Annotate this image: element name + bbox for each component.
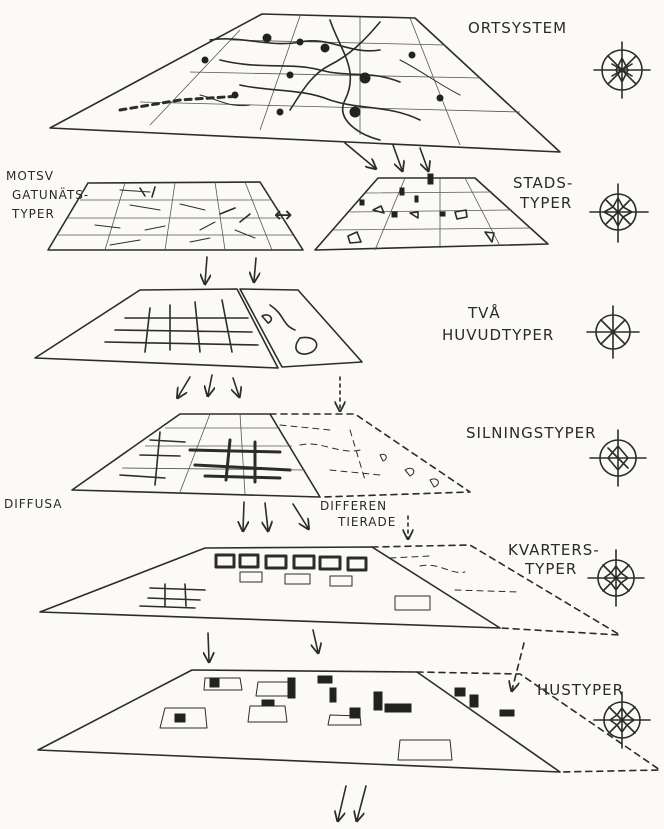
label-differentierade-2: TIERADE xyxy=(337,515,396,529)
label-kvarterstyper-2: TYPER xyxy=(524,560,577,578)
compass-icon-stadstyper xyxy=(590,184,648,242)
compass-icon-hustyper xyxy=(594,692,650,748)
label-tva: TVÅ xyxy=(467,303,501,322)
arrows-3-4 xyxy=(178,375,340,410)
label-motsv-2: GATUNÄTS- xyxy=(12,187,89,202)
compass-icon-silningstyper xyxy=(590,430,646,486)
compass-icon-huvudtyper xyxy=(587,306,639,358)
arrows-1-2 xyxy=(345,143,428,170)
arrows-5-6 xyxy=(208,630,524,690)
label-stadstyper-2: TYPER xyxy=(519,194,572,212)
label-differentierade-1: DIFFEREN xyxy=(320,499,387,513)
label-hustyper: HUSTYPER xyxy=(537,681,624,699)
double-arrow-icon: ↔ xyxy=(274,203,293,228)
compass-icon-ortsystem xyxy=(594,42,650,98)
label-diffusa: DIFFUSA xyxy=(4,497,62,511)
label-huvudtyper: HUVUDTYPER xyxy=(442,326,554,344)
label-stadstyper-1: STADS- xyxy=(513,174,573,192)
arrows-2-3 xyxy=(205,257,256,283)
label-motsv-3: TYPER xyxy=(11,207,55,221)
label-kvarterstyper-1: KVARTERS- xyxy=(508,541,600,559)
label-ortsystem: ORTSYSTEM xyxy=(468,19,567,37)
layer-silningstyper xyxy=(72,414,470,497)
layer-huvudtyper xyxy=(35,289,362,368)
arrows-bottom xyxy=(338,786,366,820)
label-silningstyper: SILNINGSTYPER xyxy=(466,424,597,442)
label-motsv-1: MOTSV xyxy=(6,169,54,183)
